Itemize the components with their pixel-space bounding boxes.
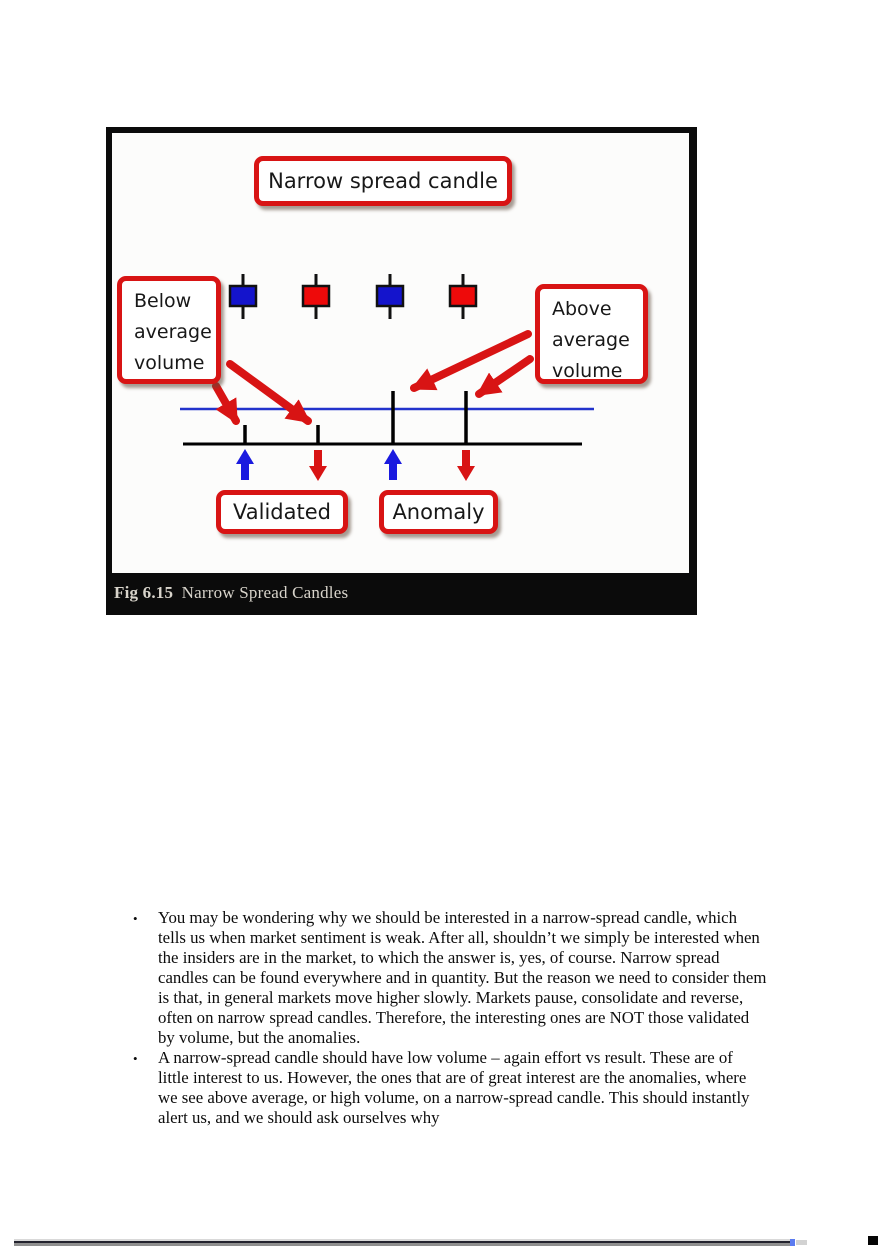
signal-arrows-layer (236, 449, 475, 481)
down-arrow-icon (462, 450, 470, 467)
narrow-spread-candle-label: Narrow spread candle (254, 156, 512, 206)
arrow-above-2-icon (475, 355, 534, 398)
down-arrow-icon (314, 450, 322, 467)
up-arrow-icon (236, 449, 254, 464)
candle-body-red (448, 284, 478, 308)
candle-body-blue (375, 284, 405, 308)
candle-body-blue (228, 284, 258, 308)
up-arrow-icon (241, 463, 249, 480)
below-average-volume-label: Below average volume (117, 276, 221, 384)
bullet-text: A narrow-spread candle should have low v… (158, 1048, 750, 1127)
above-average-volume-label: Above average volume (535, 284, 648, 384)
bullet-icon: • (133, 1051, 138, 1066)
diagram-canvas (180, 274, 594, 481)
candle-body-red (301, 284, 331, 308)
validated-label: Validated (216, 490, 348, 534)
figure-diagram-area: Narrow spread candle Below average volum… (112, 133, 689, 573)
figure-caption: Fig 6.15 Narrow Spread Candles (114, 583, 684, 603)
down-arrow-icon (309, 466, 327, 481)
figure-caption-title: Narrow Spread Candles (177, 583, 349, 602)
anomaly-label: Anomaly (379, 490, 498, 534)
arrow-above-1-icon (410, 330, 532, 392)
red-annotation-arrows (212, 330, 534, 425)
bullet-list: • You may be wondering why we should be i… (133, 908, 767, 1128)
list-item: • You may be wondering why we should be i… (133, 908, 767, 1048)
list-item: • A narrow-spread candle should have low … (133, 1048, 767, 1128)
up-arrow-icon (384, 449, 402, 464)
bullet-text: You may be wondering why we should be in… (158, 908, 767, 1047)
arrow-below-2-icon (226, 360, 312, 425)
horizontal-scrollbar-thumb[interactable] (14, 1239, 790, 1246)
corner-mark (868, 1236, 878, 1245)
figure-6-15: Narrow spread candle Below average volum… (106, 127, 697, 615)
scrollbar-thumb-end-cap[interactable] (790, 1239, 795, 1246)
candles-layer (228, 274, 478, 319)
horizontal-scrollbar-track[interactable] (796, 1240, 807, 1245)
up-arrow-icon (389, 463, 397, 480)
arrow-below-1-icon (212, 382, 240, 425)
bullet-icon: • (133, 911, 138, 926)
down-arrow-icon (457, 466, 475, 481)
figure-caption-number: Fig 6.15 (114, 583, 174, 602)
volume-bars-layer (243, 391, 468, 444)
